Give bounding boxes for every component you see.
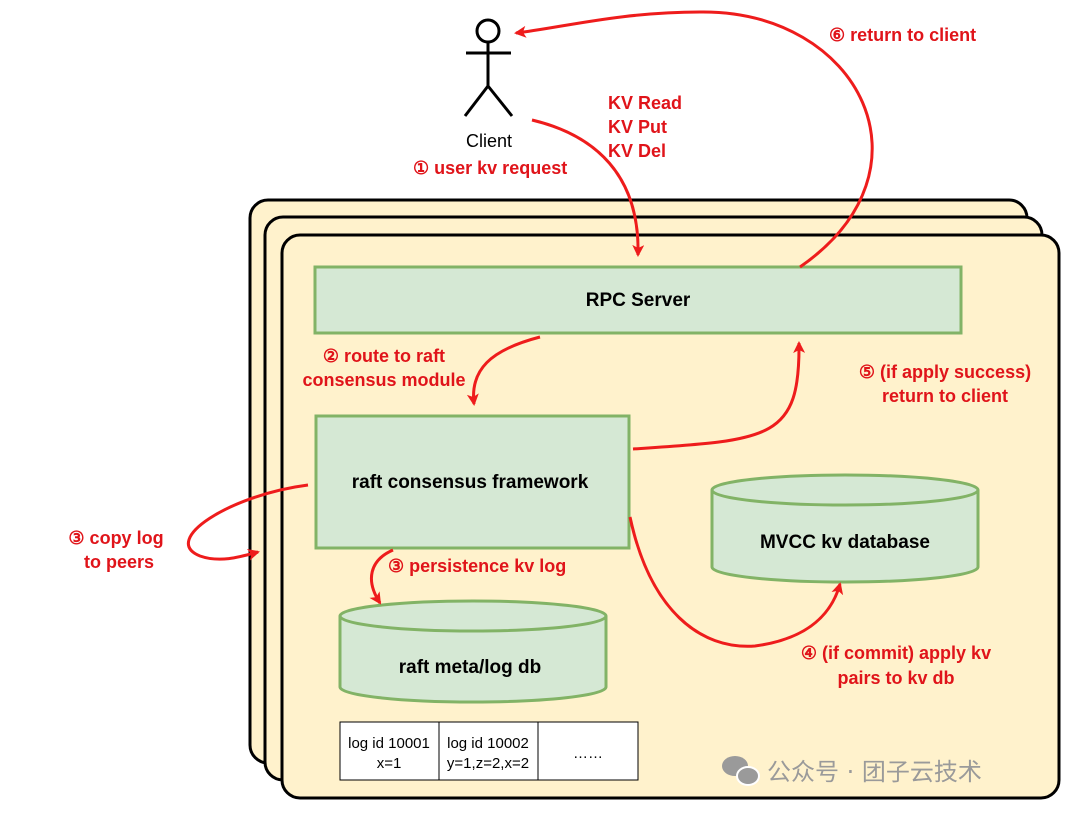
log-cell-ellipsis: …… <box>573 745 603 762</box>
arrow-rpc-to-client <box>514 10 874 269</box>
watermark: 公众号 · 团子云技术 <box>722 756 982 786</box>
step-2-label-line1: ② route to raft <box>323 346 445 366</box>
arrow-raft-to-rpc <box>632 341 806 451</box>
step-3-copy-label-line2: to peers <box>84 552 154 572</box>
log-cell-data: y=1,z=2,x=2 <box>447 755 529 772</box>
raft-framework-box: raft consensus framework <box>314 414 631 550</box>
client-label: Client <box>466 131 512 151</box>
step-5-label-line1: ⑤ (if apply success) <box>859 362 1031 382</box>
raft-log-db-label: raft meta/log db <box>399 657 542 678</box>
log-cell-data: x=1 <box>377 755 402 772</box>
request-kv-del: KV Del <box>608 141 666 161</box>
mvcc-database-cylinder: MVCC kv database <box>710 473 980 584</box>
request-kv-read: KV Read <box>608 93 682 113</box>
client-actor-icon <box>463 18 514 117</box>
step-4-label-line1: ④ (if commit) apply kv <box>801 643 991 663</box>
kv-request-types: KV Read KV Put KV Del <box>608 93 682 161</box>
step-2-label-line2: consensus module <box>302 370 465 390</box>
arrow-client-to-rpc <box>531 118 645 257</box>
log-cell-id: log id 10002 <box>447 735 529 752</box>
rpc-server-box: RPC Server <box>313 265 963 335</box>
raft-log-db-cylinder: raft meta/log db <box>338 599 608 704</box>
watermark-text: 公众号 · 团子云技术 <box>767 758 982 786</box>
step-1-label: ① user kv request <box>413 158 567 178</box>
log-entries-table: log id 10001 x=1 log id 10002 y=1,z=2,x=… <box>339 721 639 781</box>
step-4-label-line2: pairs to kv db <box>837 668 954 688</box>
step-3-persist-label: ③ persistence kv log <box>388 556 566 576</box>
mvcc-database-label: MVCC kv database <box>760 532 930 553</box>
request-kv-put: KV Put <box>608 117 667 137</box>
raft-framework-label: raft consensus framework <box>352 472 589 493</box>
arrow-raft-to-mvcc <box>628 516 844 648</box>
wechat-icon <box>722 756 760 786</box>
arrow-rpc-to-raft <box>466 335 541 406</box>
arrow-copy-to-peers <box>186 483 309 561</box>
arrow-raft-to-logdb <box>369 548 394 605</box>
step-5-label-line2: return to client <box>882 386 1008 406</box>
rpc-server-label: RPC Server <box>586 290 691 311</box>
step-3-copy-label-line1: ③ copy log <box>68 528 163 548</box>
step-6-label: ⑥ return to client <box>829 25 976 45</box>
log-cell-id: log id 10001 <box>348 735 430 752</box>
